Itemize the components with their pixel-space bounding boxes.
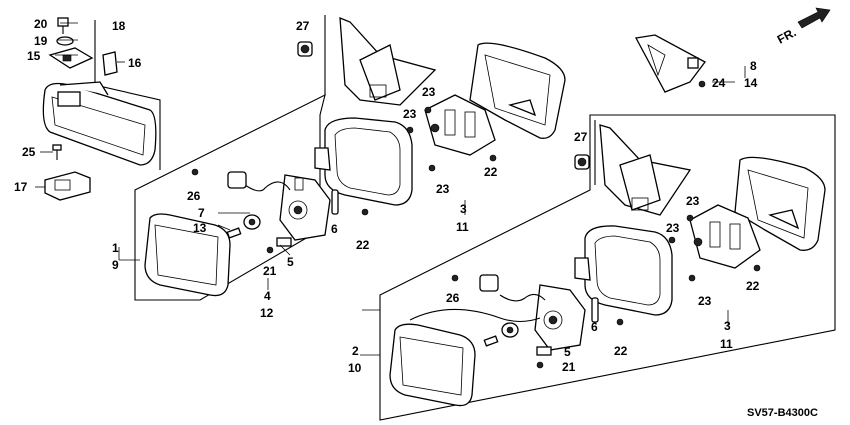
mirror-glass-right [389,323,476,407]
rearview-mirror [42,17,157,166]
callout-21-right: 21 [562,360,576,374]
callout-8: 8 [750,59,757,73]
callout-27-right: 27 [574,130,588,144]
mirror-cover-left [469,42,566,139]
pin-6-right [591,297,599,323]
harness-left [191,168,291,192]
callout-5-left: 5 [287,255,294,269]
callout-10: 10 [348,361,362,375]
harness-right [409,274,546,323]
cap-27-right [574,154,590,170]
callout-1: 1 [112,241,119,255]
callout-12: 12 [260,306,274,320]
callout-3-left: 3 [460,202,467,216]
small-screws-left [361,106,497,216]
callout-23-right-b: 23 [666,221,680,235]
callout-5-right: 5 [564,345,571,359]
parts-7-13-right [483,322,552,369]
mirror-glass-left [144,213,231,297]
callout-2: 2 [352,344,359,358]
callout-11-left: 11 [456,220,469,234]
right-mirror-frame [379,114,836,421]
leader-lines [35,22,746,356]
mirror-frame-right [574,225,673,316]
parts-7-13-left [226,214,292,254]
callout-16: 16 [128,56,142,70]
callout-23-left-c: 23 [436,182,450,196]
mirror-housing-left [339,17,437,106]
direction-label: FR. [775,25,799,46]
callout-23-left-b: 23 [403,107,417,121]
rearview-frame-line [94,20,161,170]
callout-14: 14 [744,76,758,90]
diagram-code: SV57-B4300C [747,407,818,419]
callout-15: 15 [27,49,41,63]
callout-23-right-a: 23 [686,194,700,208]
callout-19: 19 [34,34,48,48]
actuator-bracket-left [424,94,496,156]
callout-7-left: 7 [198,206,205,220]
motor-right [534,284,586,351]
callout-22-left-b: 22 [484,165,498,179]
callout-22-right-a: 22 [746,279,760,293]
callout-13-left: 13 [193,221,207,235]
callout-20: 20 [34,17,48,31]
mirror-housing-right [599,124,692,216]
callout-6-right: 6 [591,320,598,334]
callout-9: 9 [112,258,119,272]
callout-27-left: 27 [296,19,310,33]
cap-27-left [297,41,313,57]
callout-22-right-b: 22 [614,344,628,358]
callout-23-right-c: 23 [698,294,712,308]
pin-6-left [331,189,339,215]
mirror-frame-left [314,117,413,206]
callout-4: 4 [264,289,271,303]
screw-25 [52,144,62,160]
callout-26-right: 26 [446,291,460,305]
callout-25: 25 [22,145,36,159]
callout-23-left-a: 23 [422,85,436,99]
mirror-cover-right [734,156,826,251]
callout-24: 24 [712,76,726,90]
trim-piece-8 [634,34,706,93]
bracket-17 [44,171,91,201]
actuator-bracket-right [689,204,761,269]
motor-left [279,174,331,241]
callout-3-right: 3 [724,319,731,333]
fr-direction-arrow [797,7,831,29]
callout-26-left: 26 [187,189,201,203]
small-screws-right [616,214,761,326]
callout-11-right: 11 [720,337,733,351]
callout-21-left: 21 [263,264,277,278]
callout-22-left-a: 22 [356,238,370,252]
callout-6-left: 6 [331,222,338,236]
callout-17: 17 [14,180,28,194]
callout-18: 18 [112,19,126,33]
